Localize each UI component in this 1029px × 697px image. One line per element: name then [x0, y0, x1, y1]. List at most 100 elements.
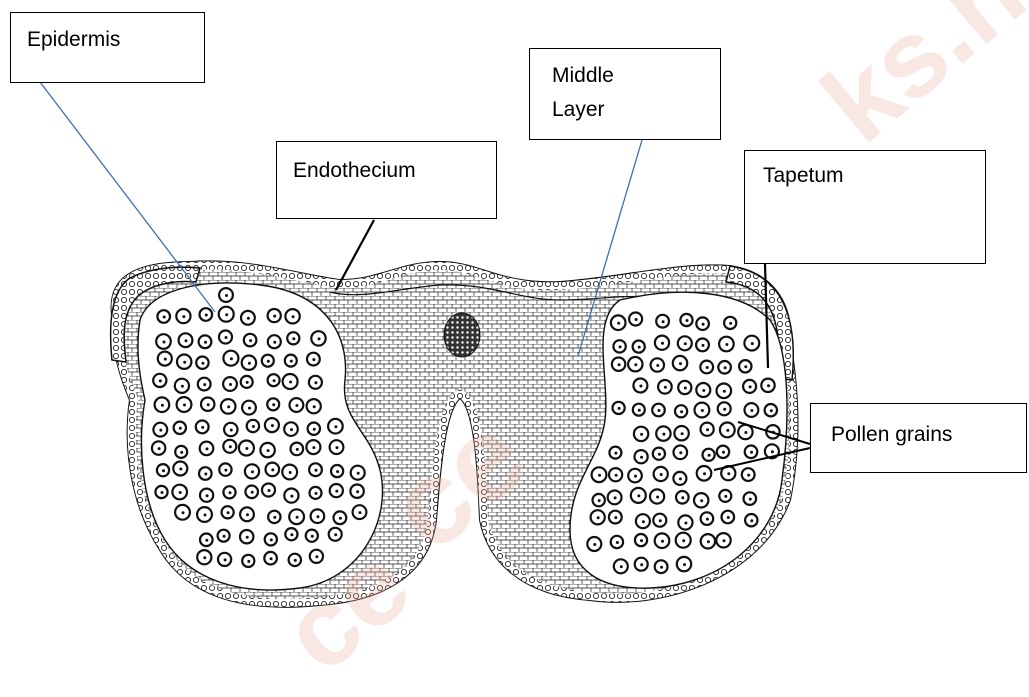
- pollen-grain-nucleus: [729, 322, 732, 325]
- pollen-grain-nucleus: [315, 469, 318, 472]
- pollen-grain-nucleus: [182, 315, 185, 318]
- pollen-grain-nucleus: [722, 451, 725, 454]
- pollen-grain-nucleus: [203, 556, 206, 559]
- pollen-grain-nucleus: [640, 456, 643, 459]
- epidermis-label: Epidermis: [10, 12, 205, 83]
- pollen-grain-nucleus: [316, 515, 319, 518]
- pollen-grain-nucleus: [357, 472, 360, 475]
- pollen-grain-nucleus: [723, 390, 726, 393]
- pollen-grain-nucleus: [664, 386, 667, 389]
- epidermis-label-text: Epidermis: [27, 28, 120, 51]
- pollen-grain-nucleus: [637, 494, 640, 497]
- pollen-grain-nucleus: [268, 489, 271, 492]
- pollen-grain-nucleus: [634, 475, 637, 478]
- pollen-grain-nucleus: [598, 499, 601, 502]
- pollen-grain-nucleus: [638, 409, 641, 412]
- pollen-grain-nucleus: [618, 407, 621, 410]
- pollen-grain-nucleus: [749, 498, 752, 501]
- pollen-grain-nucleus: [272, 403, 275, 406]
- pollen-grain-nucleus: [686, 319, 689, 322]
- pollen-grain-nucleus: [724, 366, 727, 369]
- pollen-grain-nucleus: [201, 362, 204, 365]
- pollen-grain-nucleus: [246, 536, 249, 539]
- pollen-grain-nucleus: [270, 557, 273, 560]
- pollen-grain-nucleus: [289, 471, 292, 474]
- pollen-grain-nucleus: [597, 516, 600, 519]
- pollen-grain-nucleus: [708, 454, 711, 457]
- pollen-grain-nucleus: [159, 379, 162, 382]
- pollen-grain-nucleus: [251, 470, 254, 473]
- pollen-grain-nucleus: [230, 429, 233, 432]
- pollen-grain-nucleus: [294, 559, 297, 562]
- pollen-grain-nucleus: [273, 341, 276, 344]
- pollen-grain-nucleus: [702, 344, 705, 347]
- pollen-grain-nucleus: [642, 520, 645, 523]
- pollen-grain-nucleus: [185, 339, 188, 342]
- pollen-grain-nucleus: [164, 358, 167, 361]
- pollen-grain-nucleus: [750, 519, 753, 522]
- pollen-grain-nucleus: [163, 341, 166, 344]
- pollen-grain-nucleus: [247, 560, 250, 563]
- pollen-grain-nucleus: [183, 404, 186, 407]
- pollen-grain-nucleus: [700, 499, 703, 502]
- pollen-grain-nucleus: [224, 558, 227, 561]
- pollen-grain-nucleus: [179, 468, 182, 471]
- pollen-grain-nucleus: [289, 381, 292, 384]
- pollen-grain-nucleus: [161, 404, 164, 407]
- pollen-grain-nucleus: [661, 540, 664, 543]
- pollen-grain-nucleus: [679, 451, 682, 454]
- pollen-grain-nucleus: [727, 472, 730, 475]
- pollen-grain-nucleus: [618, 363, 621, 366]
- pollen-grain-nucleus: [336, 446, 339, 449]
- middle-layer-label-line1: Middle: [552, 59, 698, 93]
- pollen-grain-nucleus: [311, 535, 314, 538]
- pollen-grain-nucleus: [313, 405, 316, 408]
- pollen-grain-nucleus: [638, 346, 641, 349]
- endothecium-label-text: Endothecium: [293, 159, 416, 182]
- pollen-grain-nucleus: [706, 518, 709, 521]
- pollen-grain-nucleus: [248, 362, 251, 365]
- pollen-grain-nucleus: [290, 428, 293, 431]
- pollen-grain-nucleus: [619, 345, 622, 348]
- pollen-grain-nucleus: [703, 472, 706, 475]
- pollen-grain-nucleus: [251, 491, 254, 494]
- pollen-grain-nucleus: [679, 477, 682, 480]
- middle-layer-label: Middle Layer: [529, 48, 721, 140]
- pollen-grain-nucleus: [620, 565, 623, 568]
- pollen-grain-nucleus: [229, 491, 232, 494]
- pollen-grain-nucleus: [684, 342, 687, 345]
- pollen-grain-nucleus: [245, 447, 248, 450]
- pollen-grains-label: Pollen grains: [810, 403, 1027, 473]
- pollen-grain-nucleus: [179, 427, 182, 430]
- pollen-grain-nucleus: [223, 535, 226, 538]
- pollen-grain-nucleus: [726, 429, 729, 432]
- pollen-grain-nucleus: [179, 491, 182, 494]
- pollen-grain-nucleus: [315, 492, 318, 495]
- pollen-grain-nucleus: [314, 381, 317, 384]
- pollen-grain-nucleus: [201, 426, 204, 429]
- pollen-grain-nucleus: [335, 490, 338, 493]
- pollen-grain-nucleus: [162, 469, 165, 472]
- pollen-grain-nucleus: [356, 490, 359, 493]
- pollen-grain-nucleus: [158, 447, 161, 450]
- pollen-grain-nucleus: [614, 516, 617, 519]
- pollen-grain-nucleus: [706, 366, 709, 369]
- pollen-grain-nucleus: [359, 511, 362, 514]
- pollen-grain-nucleus: [229, 445, 232, 448]
- pollen-grain-nucleus: [206, 494, 209, 497]
- pollen-grain-nucleus: [181, 385, 184, 388]
- endothecium-label: Endothecium: [276, 141, 497, 219]
- pollen-grain-nucleus: [723, 539, 726, 542]
- pollen-grain-nucleus: [744, 365, 747, 368]
- pollen-grain-nucleus: [290, 533, 293, 536]
- pollen-grain-nucleus: [246, 381, 249, 384]
- vascular-bundle: [444, 313, 480, 357]
- pollen-grain-nucleus: [683, 563, 686, 566]
- pollen-grain-nucleus: [312, 358, 315, 361]
- pollen-grain-nucleus: [292, 315, 295, 318]
- pollen-grain-nucleus: [615, 474, 618, 477]
- pollen-grain-nucleus: [296, 516, 299, 519]
- pollen-grain-nucleus: [290, 495, 293, 498]
- pollen-grain-nucleus: [751, 342, 754, 345]
- pollen-grain-nucleus: [296, 448, 299, 451]
